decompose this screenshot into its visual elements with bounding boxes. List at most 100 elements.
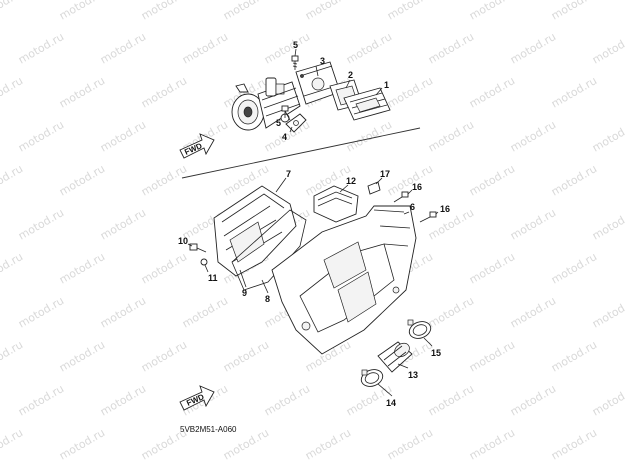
filter-element-part-12 [313,185,359,223]
watermark-text: motod.ru [549,250,599,286]
air-filter-cover-part-7 [213,185,297,277]
watermark-text: motod.ru [426,294,476,330]
callout-2: 2 [348,70,353,80]
watermark-text: motod.ru [385,162,435,198]
watermark-text: motod.ru [467,250,517,286]
callout-10: 10 [178,236,188,246]
watermark-text: motod.ru [467,338,517,374]
watermark-text: motod.ru [385,426,435,462]
watermark-text: motod.ru [549,426,599,462]
watermark-text: motod.ru [549,74,599,110]
watermark-text: motod.ru [467,162,517,198]
air-filter-case-part-6 [271,205,417,355]
watermark-text: motod.ru [16,206,66,242]
callout-7: 7 [286,169,291,179]
callout-leaders [187,48,439,397]
callout-5b: 5 [276,118,281,128]
watermark-text: motod.ru [508,118,558,154]
joint-part-13 [377,341,413,373]
watermark-text: motod.ru [0,338,25,374]
callout-15: 15 [431,348,441,358]
watermark-text: motod.ru [0,250,25,286]
watermark-text: motod.ru [98,382,148,418]
watermark-text: motod.ru [16,382,66,418]
callout-8: 8 [265,294,270,304]
watermark-text: motod.ru [98,206,148,242]
bracket-part-4 [285,113,307,133]
callout-11: 11 [208,273,218,283]
watermark-text: motod.ru [0,162,25,198]
watermark-text: motod.ru [467,74,517,110]
watermark-text: motod.ru [0,0,25,23]
diagram-code: 5VB2M51-A060 [180,425,237,434]
watermark-text: motod.ru [303,426,353,462]
watermark-text: motod.ru [139,74,189,110]
callout-16a: 16 [412,182,422,192]
clamp-part-15 [407,319,432,339]
watermark-text: motod.ru [57,74,107,110]
watermark-text: motod.ru [426,30,476,66]
washer-part-11 [200,258,208,266]
watermark-text: motod.ru [426,118,476,154]
watermark-text: motod.ru [426,382,476,418]
section-divider-line [181,127,421,179]
watermark-text: motod.ru [98,30,148,66]
watermark-text: motod.ru [508,30,558,66]
callout-6: 6 [410,202,415,212]
intake-joint-part-3 [295,61,341,105]
callout-16b: 16 [440,204,450,214]
watermark-text: motod.ru [344,118,394,154]
watermark-text: motod.ru [98,294,148,330]
watermark-text: motod.ru [180,30,230,66]
watermark-text: motod.ru [57,162,107,198]
bolt-part-5-upper [291,55,299,70]
watermark-text: motod.ru [262,30,312,66]
watermark-text: motod.ru [262,382,312,418]
callout-14: 14 [386,398,396,408]
watermark-text: motod.ru [221,0,271,23]
callout-4: 4 [282,132,287,142]
watermark-text: motod.ru [385,74,435,110]
watermark-text: motod.ru [549,162,599,198]
screw-part-16-upper [393,191,409,203]
watermark-text: motod.ru [385,0,435,23]
watermark-text: motod.ru [590,30,625,66]
watermark-text: motod.ru [590,294,625,330]
watermark-text: motod.ru [180,294,230,330]
callout-labels: 1 2 3 4 5 5 6 7 8 9 10 11 12 13 14 15 16… [178,40,450,408]
watermark-text: motod.ru [139,162,189,198]
watermark-text: motod.ru [344,30,394,66]
screw-part-16-lower [419,211,437,223]
bolt-part-10 [189,243,207,253]
watermark-text: motod.ru [98,118,148,154]
watermark-text: motod.ru [221,338,271,374]
callout-1: 1 [384,80,389,90]
watermark-text: motod.ru [139,0,189,23]
callout-5a: 5 [293,40,298,50]
callout-12: 12 [346,176,356,186]
watermark-text: motod.ru [467,0,517,23]
watermark-text: motod.ru [508,382,558,418]
watermark-text: motod.ru [57,338,107,374]
cover-gasket-part-8 [231,209,307,291]
reed-valve-part-1 [343,87,391,121]
watermark-text: motod.ru [57,250,107,286]
watermark-text: motod.ru [508,206,558,242]
watermark-text: motod.ru [590,382,625,418]
clip-part-17 [367,181,381,195]
watermark-text: motod.ru [16,30,66,66]
watermark-text: motod.ru [467,426,517,462]
watermark-text: motod.ru [303,0,353,23]
watermark-text: motod.ru [508,294,558,330]
callout-13: 13 [408,370,418,380]
watermark-text: motod.ru [139,338,189,374]
watermark-text: motod.ru [549,338,599,374]
watermark-text: motod.ru [590,206,625,242]
clamp-part-14 [360,369,384,387]
watermark-text: motod.ru [16,294,66,330]
watermark-text: motod.ru [590,118,625,154]
callout-9: 9 [242,288,247,298]
watermark-text: motod.ru [0,426,25,462]
callout-17: 17 [380,169,390,179]
